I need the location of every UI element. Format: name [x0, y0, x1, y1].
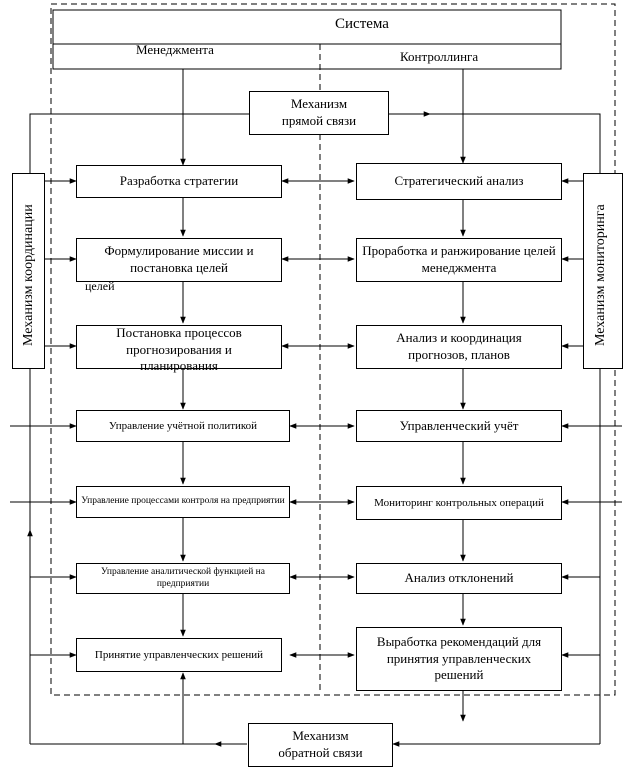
left-box-analytics: Управление аналитической функцией на пре…	[76, 563, 290, 594]
coordination-mechanism-label: Механизм координации	[21, 204, 36, 346]
left-box-mission: Формулирование миссии и постановка целей	[76, 238, 282, 282]
right-box-management-accounting: Управленческий учёт	[356, 410, 562, 442]
direct-link-line2: прямой связи	[281, 113, 357, 128]
left-box-forecasting: Постановка процессов прогнозирования и п…	[76, 325, 282, 373]
left-box-strategy: Разработка стратегии	[76, 165, 282, 198]
left-box-mission-extra: целей	[85, 279, 115, 293]
direct-link-line1: Механизм	[290, 96, 348, 112]
right-box-forecast-coordination: Анализ и координация прогнозов, планов	[356, 325, 562, 369]
left-box-accounting-policy: Управление учётной политикой	[76, 410, 290, 442]
left-box-control-processes: Управление процессами контроля на предпр…	[76, 486, 290, 518]
header-frame	[52, 9, 562, 70]
monitoring-mechanism	[583, 173, 623, 369]
feedback-line1: Механизм	[292, 728, 349, 744]
system-boundary	[50, 3, 616, 696]
direct-link-mechanism: Механизм прямой связи	[249, 91, 389, 135]
feedback-line2: обратной связи	[278, 745, 363, 760]
header-left-label: Менеджмента	[136, 42, 214, 57]
right-box-monitoring: Мониторинг контрольных операций	[356, 486, 562, 520]
right-box-deviation-analysis: Анализ отклонений	[356, 563, 562, 594]
left-box-decisions: Принятие управленческих решений	[76, 638, 282, 672]
right-box-goals-ranking: Проработка и ранжирование целей менеджме…	[356, 238, 562, 282]
right-box-strategic-analysis: Стратегический анализ	[356, 163, 562, 200]
coordination-mechanism	[12, 173, 45, 369]
header-title: Система	[335, 16, 389, 32]
right-box-recommendations: Выработка рекомендаций для принятия упра…	[356, 627, 562, 691]
feedback-mechanism: Механизм обратной связи	[248, 723, 393, 767]
header-right-label: Контроллинга	[400, 49, 479, 64]
monitoring-mechanism-label: Механизм мониторинга	[593, 204, 608, 346]
